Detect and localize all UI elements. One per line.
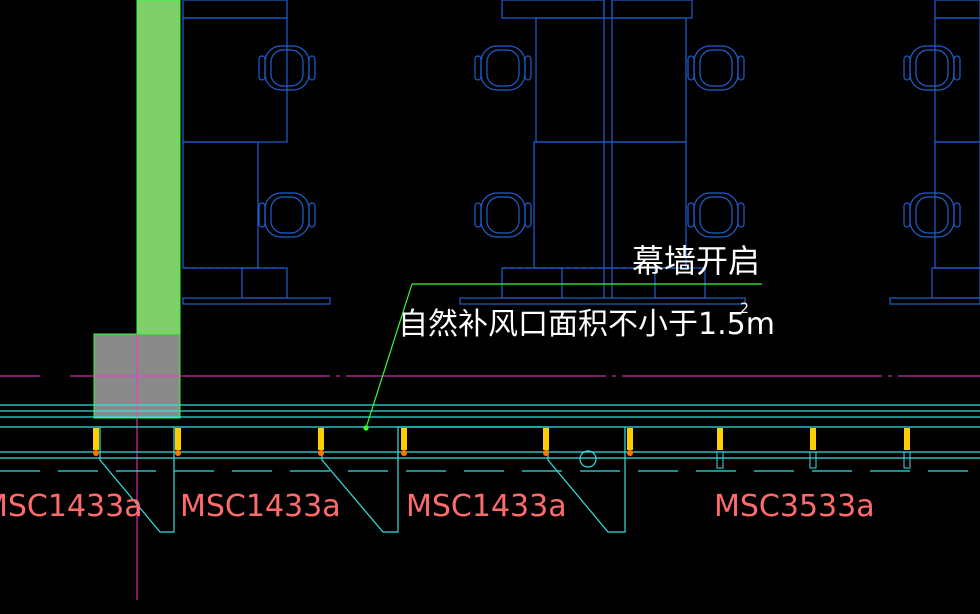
- chair-icon: [474, 192, 532, 238]
- annotation-description[interactable]: 自然补风口面积不小于1.5m: [398, 307, 775, 342]
- chair-icons: [258, 45, 961, 238]
- structural-column[interactable]: [136, 0, 181, 335]
- chair-icon: [903, 45, 961, 91]
- chair-icon: [258, 192, 316, 238]
- chair-icon: [258, 45, 316, 91]
- area-unit-superscript: 2: [740, 301, 749, 317]
- chair-icon: [687, 45, 745, 91]
- window-tag[interactable]: MSC3533a: [714, 489, 875, 524]
- window-tag[interactable]: MSC1433a: [406, 489, 567, 524]
- mullions: [93, 428, 911, 469]
- axis-lines: [0, 334, 980, 600]
- window-tag[interactable]: MSC1433a: [180, 489, 341, 524]
- annotation-title[interactable]: 幕墙开启: [632, 242, 760, 280]
- window-tag[interactable]: MSC1433a: [0, 489, 143, 524]
- circle-marker: [579, 450, 597, 468]
- annotation-leader[interactable]: [363, 283, 762, 431]
- chair-icon: [903, 192, 961, 238]
- office-furniture-layout: [182, 0, 980, 305]
- chair-icon: [687, 192, 745, 238]
- chair-icon: [474, 45, 532, 91]
